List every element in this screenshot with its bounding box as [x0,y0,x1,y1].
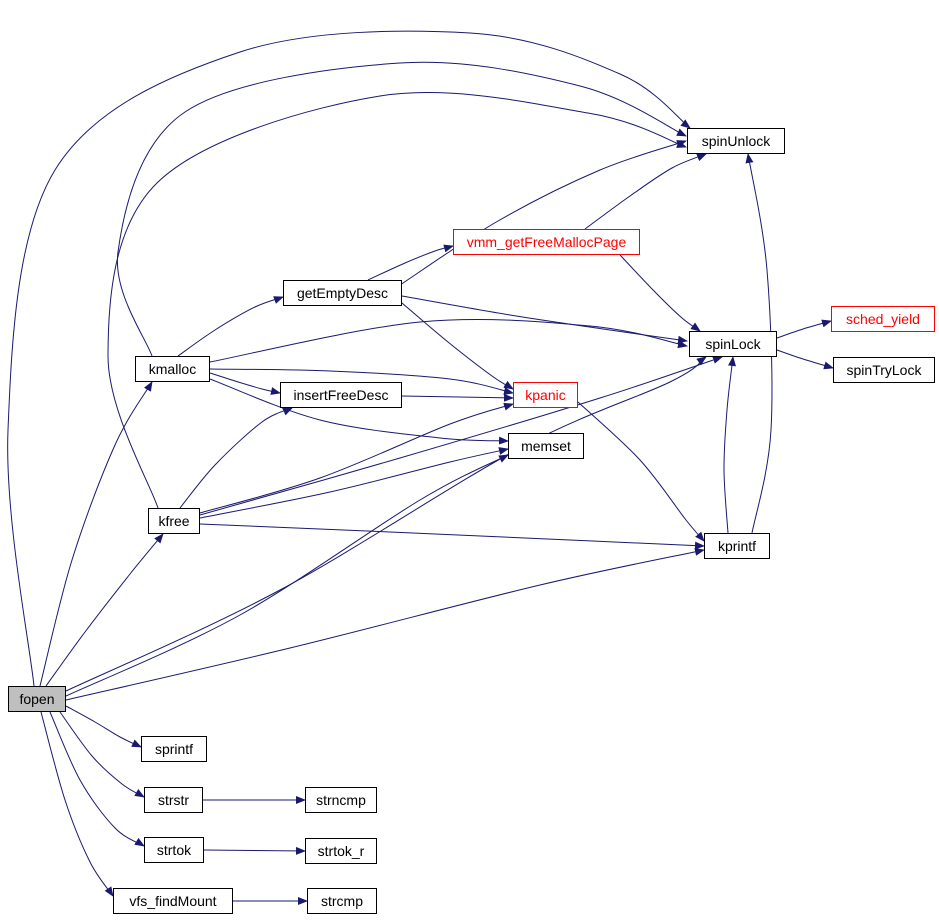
edge-kfree-to-spinLock [199,356,723,516]
edge-kmalloc-to-memset [209,378,509,445]
node-fopen: fopen [8,686,66,712]
edge-getEmptyDesc-to-spinUnlock [399,140,687,286]
node-insertFreeDesc[interactable]: insertFreeDesc [280,382,402,408]
edge-kfree-to-kprintf [199,523,705,550]
edge-fopen-to-kmalloc [39,381,153,687]
node-memset[interactable]: memset [508,433,584,459]
edge-fopen-to-strstr [59,711,145,798]
edge-kfree-to-memset [199,447,509,519]
edges-group [7,30,834,905]
edge-kfree-to-kpanic [199,402,514,514]
node-spinLock[interactable]: spinLock [689,331,777,357]
edge-kfree-to-spinUnlock [107,92,687,509]
edge-insertFreeDesc-to-kpanic [401,393,514,402]
node-strstr[interactable]: strstr [144,787,203,813]
edge-fopen-to-spinUnlock [7,30,691,687]
node-vmm_getFreeMallocPage[interactable]: vmm_getFreeMallocPage [453,229,640,255]
node-kpanic[interactable]: kpanic [513,382,578,408]
edge-fopen-to-spinLock [65,356,707,692]
edge-getEmptyDesc-to-vmm_getFreeMallocPage [367,244,454,281]
edge-kfree-to-insertFreeDesc [179,407,293,509]
edge-getEmptyDesc-to-kpanic [401,302,514,390]
edge-fopen-to-vfs_findMount [40,711,114,897]
node-sched_yield[interactable]: sched_yield [831,306,935,332]
edge-kmalloc-to-kpanic [209,368,514,395]
node-strncmp[interactable]: strncmp [305,787,377,813]
edge-fopen-to-kfree [45,533,164,687]
node-kprintf[interactable]: kprintf [704,533,770,559]
edge-spinLock-to-spinTryLock [776,349,834,370]
edge-vmm_getFreeMallocPage-to-spinLock [619,254,701,332]
node-spinUnlock[interactable]: spinUnlock [687,128,785,154]
edge-kmalloc-to-insertFreeDesc [209,372,281,395]
edge-strtok-to-strtok_r [203,846,306,855]
node-kmalloc[interactable]: kmalloc [135,356,210,382]
node-strtok[interactable]: strtok [144,837,204,863]
edge-getEmptyDesc-to-spinLock [401,295,688,344]
node-spinTryLock[interactable]: spinTryLock [833,357,935,383]
edge-fopen-to-sprintf [65,705,142,748]
edge-kmalloc-to-spinUnlock [116,61,687,357]
edge-kpanic-to-kprintf [577,401,705,542]
edge-fopen-to-strtok [49,711,145,847]
edge-fopen-to-kprintf [65,547,705,701]
node-getEmptyDesc[interactable]: getEmptyDesc [283,280,402,306]
node-strtok_r[interactable]: strtok_r [305,838,377,864]
node-vfs_findMount[interactable]: vfs_findMount [113,888,233,914]
edge-spinLock-to-sched_yield [776,319,832,339]
edge-kmalloc-to-spinLock [209,318,688,363]
node-strcmp[interactable]: strcmp [307,888,377,914]
edge-fopen-to-memset [65,454,509,697]
edge-kmalloc-to-getEmptyDesc [177,296,284,357]
node-sprintf[interactable]: sprintf [141,736,207,762]
edge-kprintf-to-spinLock [723,356,736,534]
edge-vmm_getFreeMallocPage-to-spinUnlock [584,153,707,230]
node-kfree[interactable]: kfree [148,508,200,534]
